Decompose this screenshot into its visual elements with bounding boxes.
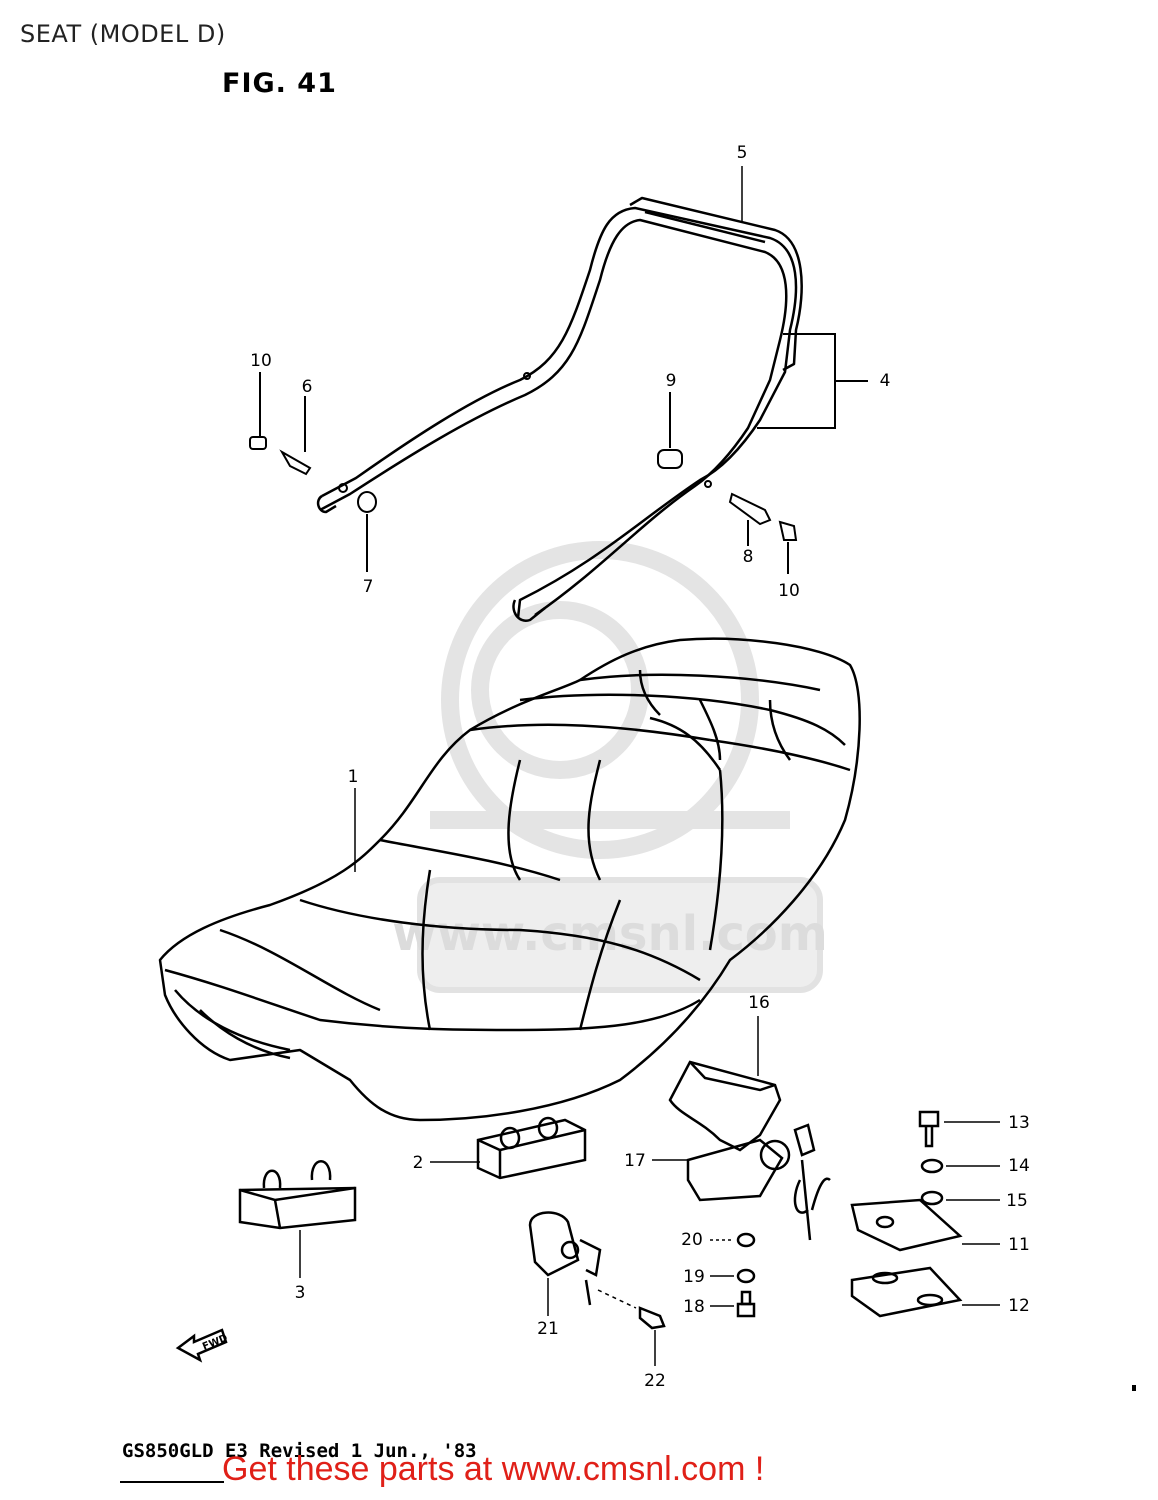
callout-22: 22 — [644, 1371, 666, 1391]
hardware-group — [249, 372, 798, 574]
callout-7: 7 — [363, 577, 374, 597]
small-fasteners — [736, 1232, 756, 1318]
callout-15: 15 — [1006, 1191, 1028, 1211]
callout-13: 13 — [1008, 1113, 1030, 1133]
callout-11: 11 — [1008, 1235, 1030, 1255]
grab-rail — [316, 196, 803, 622]
callout-20: 20 — [681, 1230, 703, 1250]
callout-labels: 1 2 3 4 5 6 7 8 9 10 10 11 12 13 14 15 1… — [250, 143, 1030, 1391]
helmet-lock — [528, 1211, 666, 1330]
callout-12: 12 — [1008, 1296, 1030, 1316]
callout-18: 18 — [683, 1297, 705, 1317]
cushion-blocks — [238, 1116, 587, 1230]
rail-hole — [338, 483, 348, 493]
callout-16: 16 — [748, 993, 770, 1013]
callout-6: 6 — [302, 377, 313, 397]
callout-8: 8 — [743, 547, 754, 567]
callout-19: 19 — [683, 1267, 705, 1287]
callout-5: 5 — [737, 143, 748, 163]
page-title: SEAT (MODEL D) — [20, 20, 226, 48]
callout-2: 2 — [413, 1153, 424, 1173]
callout-9: 9 — [666, 371, 677, 391]
callout-3: 3 — [295, 1283, 306, 1303]
rail-hole — [523, 372, 531, 380]
watermark-logo — [417, 541, 823, 993]
callout-4: 4 — [880, 371, 891, 391]
plate-hardware — [850, 1110, 963, 1318]
callout-17: 17 — [624, 1151, 646, 1171]
callout-21: 21 — [537, 1319, 559, 1339]
callout-10-right: 10 — [778, 581, 800, 601]
watermark-text: www.cmsnl.com — [392, 906, 828, 962]
callout-10-left: 10 — [250, 351, 272, 371]
callout-1: 1 — [348, 767, 359, 787]
figure-number: FIG. 41 — [222, 68, 337, 99]
lock-assembly — [668, 1060, 831, 1241]
footer-rule — [120, 1481, 224, 1483]
callout-14: 14 — [1008, 1156, 1030, 1176]
dot-mark — [1132, 1385, 1136, 1391]
rail-hole — [704, 480, 712, 488]
seat — [158, 637, 861, 1122]
promo-link[interactable]: Get these parts at www.cmsnl.com ! — [222, 1450, 765, 1488]
model-revision-note: GS850GLD E3 Revised 1 Jun., '83 — [122, 1440, 477, 1462]
fwd-arrow: FWD — [175, 1328, 229, 1363]
